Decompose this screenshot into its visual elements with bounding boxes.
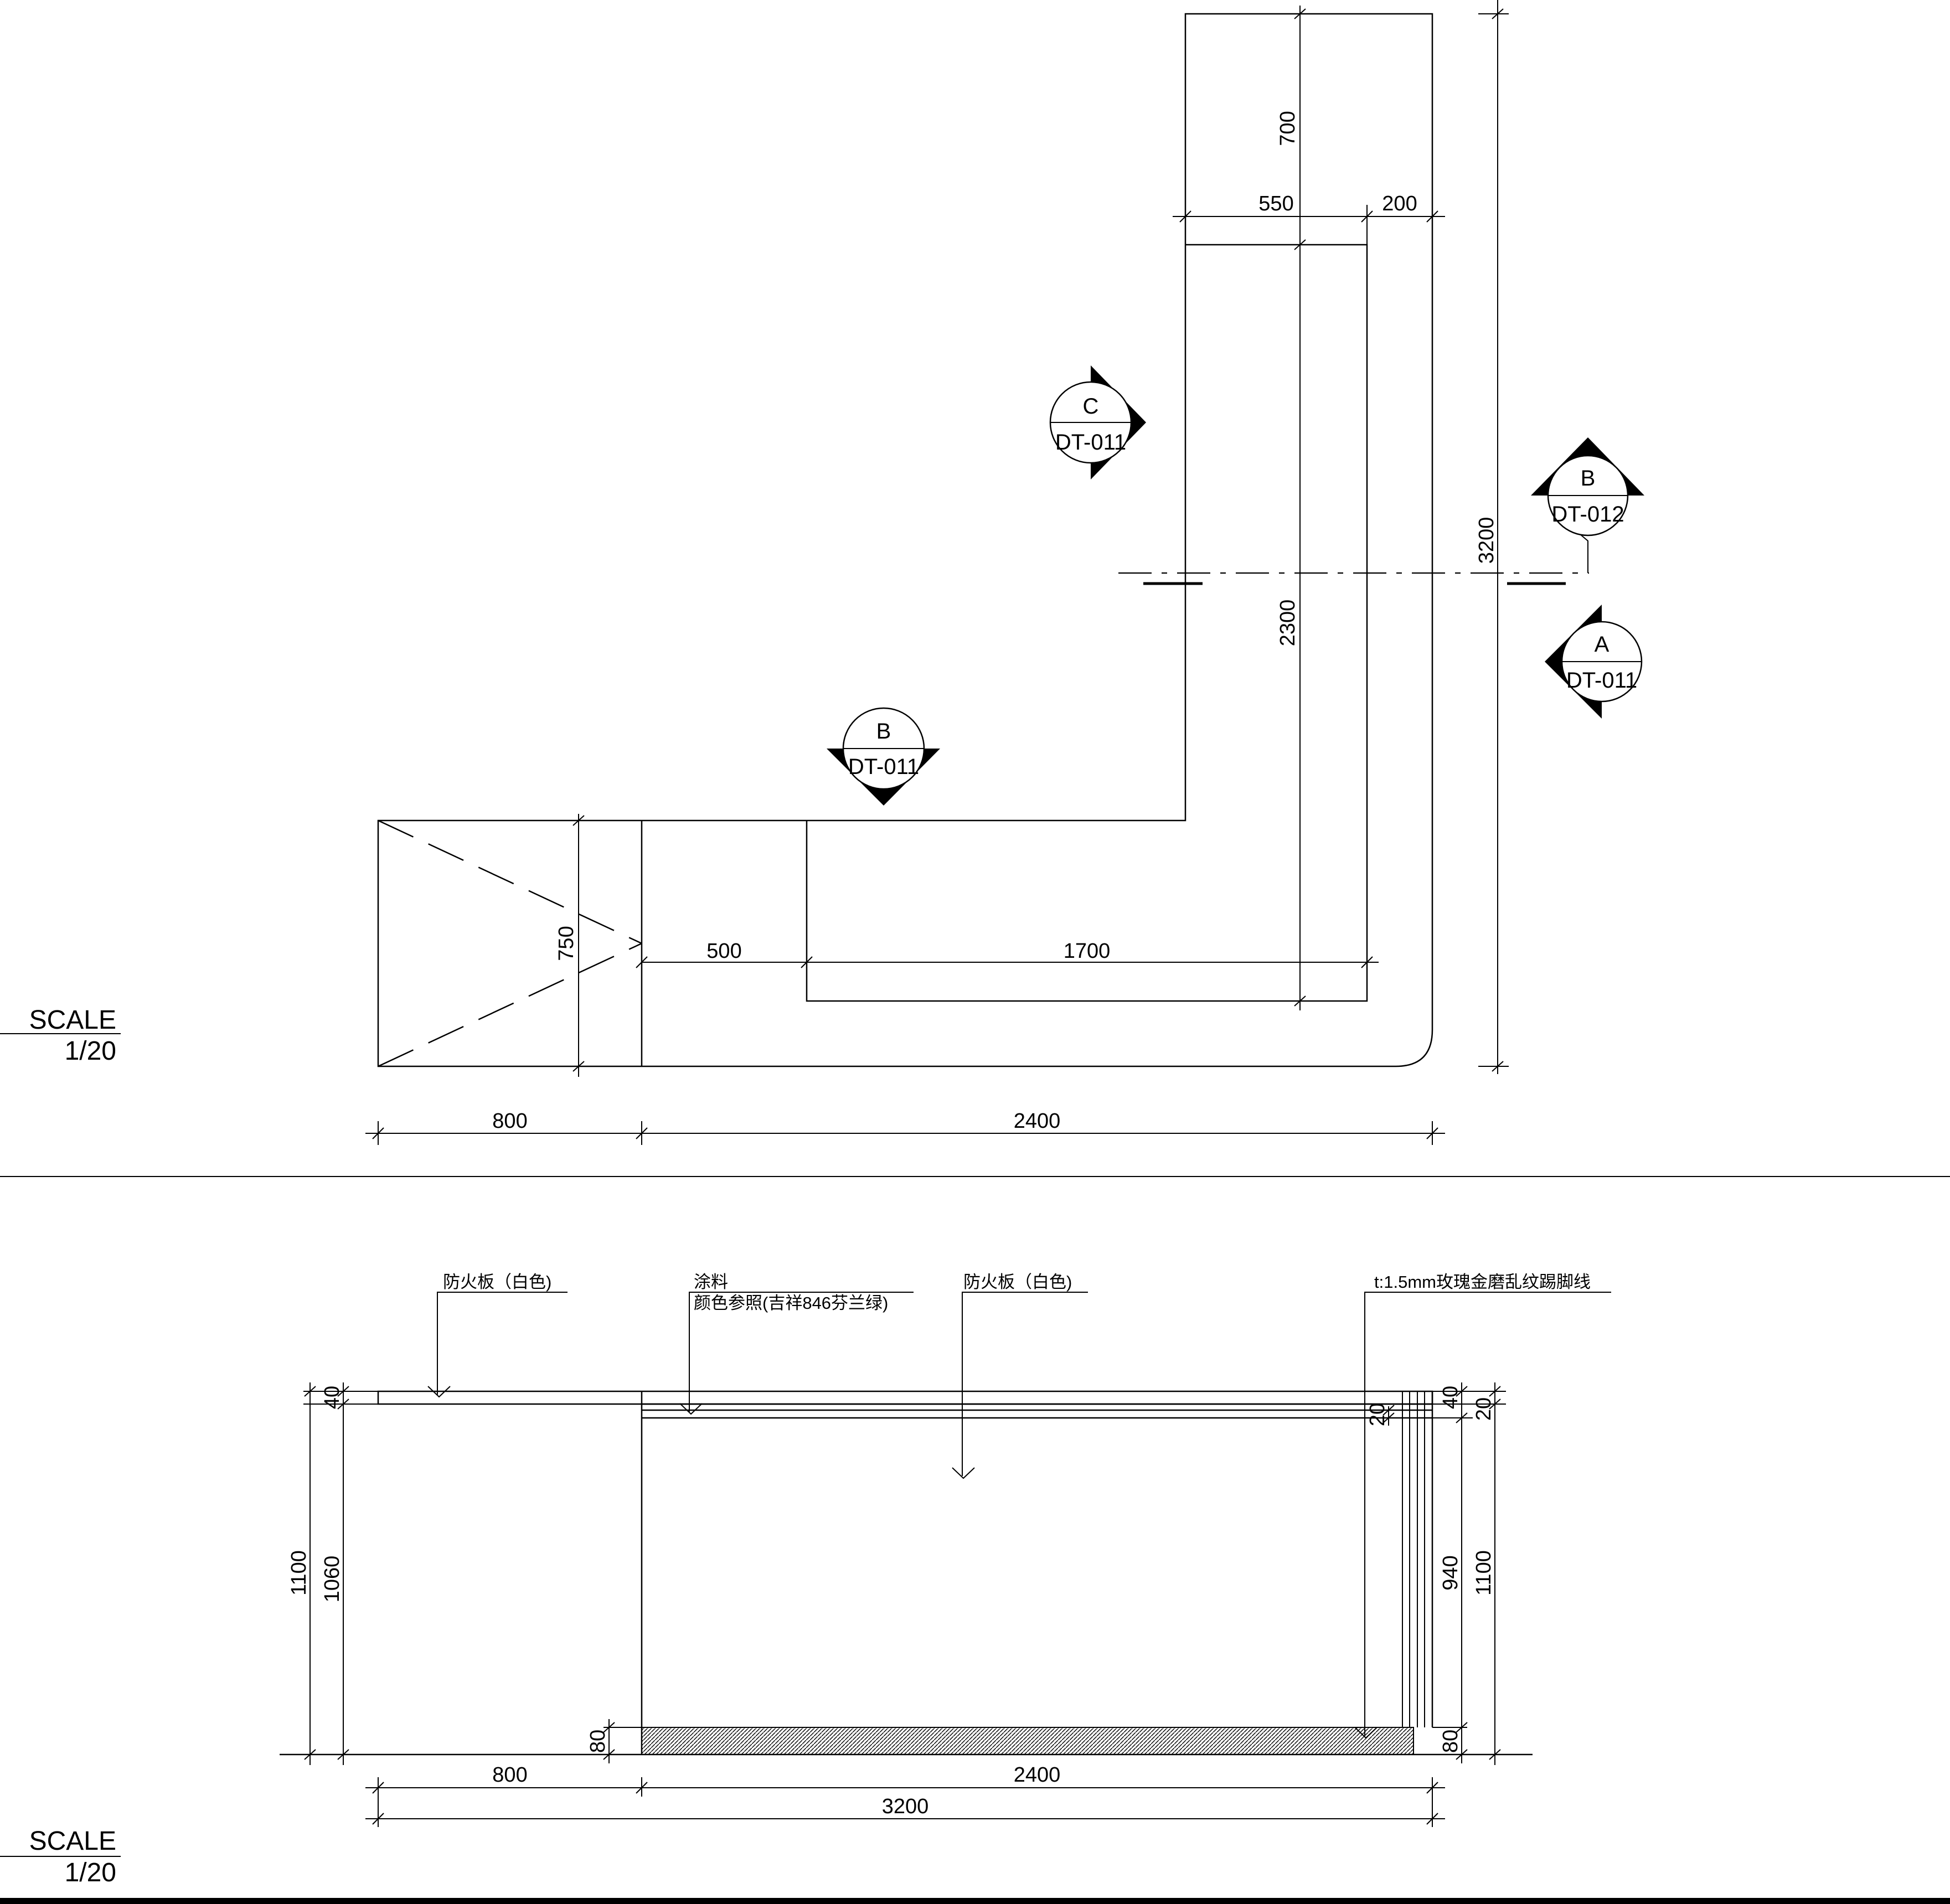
callout-b-dt012-sheet: DT-012 [1551,502,1624,527]
dim-bottom-800: 800 [492,1763,527,1787]
dim-800: 800 [492,1110,527,1133]
plan-scale: SCALE 1/20 [0,1005,121,1066]
note-kickboard: t:1.5mm玫瑰金磨乱纹踢脚线 [1374,1272,1591,1292]
sheet-bottom-border [0,1898,1950,1904]
kickboard-hatch [641,1727,1414,1755]
dim-3200: 3200 [1475,517,1498,564]
dim-700: 700 [1276,111,1299,146]
dim-horizontal-500-1700: 500 1700 [636,940,1379,968]
elevation-scale: SCALE 1/20 [0,1826,121,1887]
section-cut-line [1118,531,1589,585]
dim-vertical-700-2300: 700 2300 [1276,6,1306,1010]
dim-right-40: 40 [1439,1386,1462,1409]
callout-b-dt011-sheet: DT-011 [848,755,919,779]
dim-1700: 1700 [1064,940,1111,963]
elevation-scale-value: 1/20 [65,1858,116,1887]
dim-kick-80-right: 80 [1439,1730,1462,1753]
callout-c[interactable]: C DT-011 [1049,365,1146,479]
dim-500: 500 [706,940,741,963]
callout-a[interactable]: A DT-011 [1545,605,1643,719]
dim-right-20: 20 [1472,1397,1495,1421]
dim-200: 200 [1382,192,1417,215]
dim-kick-80-left: 80 [586,1730,610,1753]
elevation-body [377,1390,1433,1755]
elevation-kick-dims: 80 80 [586,1719,1468,1763]
callout-b-dt012-letter: B [1581,466,1596,491]
callout-b-dt012[interactable]: B DT-012 [1531,437,1644,536]
elevation-scale-label: SCALE [29,1826,116,1856]
plan-view: 700 2300 550 200 3200 750 [0,0,1644,1145]
dim-vertical-750: 750 [555,814,585,1077]
dim-left-1100: 1100 [287,1550,311,1596]
dim-mid-20: 20 [1366,1403,1389,1426]
callout-b-dt011-letter: B [876,719,891,744]
elevation-bottom-dims: 800 2400 3200 [365,1763,1445,1827]
note-paint-color: 颜色参照(吉祥846芬兰绿) [694,1293,888,1313]
dim-vertical-3200: 3200 [1475,0,1509,1074]
dim-horizontal-550-200: 550 200 [1173,192,1445,245]
dim-bottom-2400: 2400 [1014,1763,1061,1787]
dim-550: 550 [1258,192,1293,215]
elevation-view: 防火板（白色) 涂料 颜色参照(吉祥846芬兰绿) 防火板（白色) t:1.5m… [0,1272,1611,1887]
note-paint: 涂料 [694,1272,728,1292]
dim-2400: 2400 [1014,1110,1061,1133]
counter-outline [377,13,1433,1067]
note-fireboard-left: 防火板（白色) [443,1272,551,1292]
callout-a-sheet: DT-011 [1566,668,1637,693]
door-swing-lines [378,819,642,1067]
dim-right-940: 940 [1439,1555,1462,1590]
dim-horizontal-800-2400: 800 2400 [365,1110,1445,1145]
callout-c-letter: C [1083,394,1099,419]
material-leaders [427,1292,1611,1739]
callout-b-dt011[interactable]: B DT-011 [827,707,940,806]
elevation-right-dims: 40 20 940 1100 [1432,1382,1506,1765]
plan-scale-label: SCALE [29,1005,116,1035]
note-fireboard-right: 防火板（白色) [963,1272,1072,1292]
dim-bottom-3200: 3200 [882,1795,929,1818]
dim-750: 750 [555,926,578,961]
elevation-left-dims: 40 1100 1060 [287,1382,378,1765]
dim-left-1060: 1060 [321,1556,344,1603]
elevation-mid-dim: 20 [1366,1403,1395,1426]
plan-scale-value: 1/20 [65,1036,116,1066]
dim-left-40: 40 [321,1386,344,1409]
callout-a-letter: A [1595,632,1609,657]
dim-2300: 2300 [1276,600,1299,647]
dim-right-1100: 1100 [1472,1550,1495,1596]
callout-c-sheet: DT-011 [1055,430,1126,455]
